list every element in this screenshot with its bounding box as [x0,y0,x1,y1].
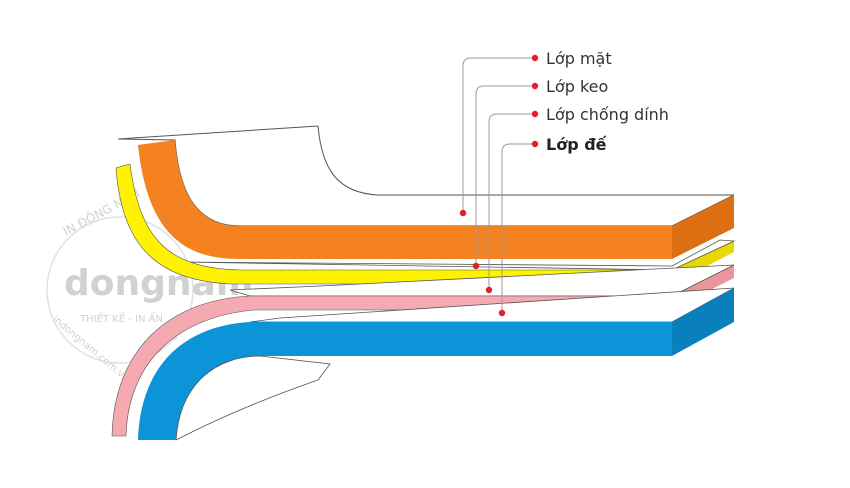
dot-layer-lop-mat [459,209,467,217]
leader-line-lop-mat [462,57,533,213]
marker-dots [459,54,539,317]
dot-layer-lop-keo [472,262,480,270]
layer-orange [138,140,734,259]
orange-main [138,140,672,259]
blue-underside [175,355,331,441]
dot-layer-lop-chong-dinh [485,286,493,294]
dot-label-lop-chong-dinh [531,110,539,118]
pink-top [229,264,735,297]
leader-line-lop-chong-dinh [488,113,533,290]
watermark-tagline: THIẾT KẾ - IN ẤN [79,311,163,325]
blue-side [672,288,734,356]
dot-label-lop-keo [531,82,539,90]
orange-top-face [672,195,734,259]
dot-label-lop-mat [531,54,539,62]
layer-blue [138,287,735,441]
layer-top-face [117,125,735,227]
leader-line-lop-de [501,143,533,313]
label-lop-keo: Lớp keo [546,77,608,96]
label-lop-chong-dinh: Lớp chống dính [546,105,669,124]
label-lop-de: Lớp đế [546,135,608,154]
label-lop-mat: Lớp mặt [546,49,612,68]
yellow-top [179,239,736,271]
top-layer-sheet [117,125,735,227]
blue-main [138,322,672,440]
layer-labels: Lớp mặt Lớp keo Lớp chống dính Lớp đế [546,49,669,154]
leader-lines [462,57,533,313]
leader-line-lop-keo [475,85,533,266]
dot-label-lop-de [531,140,539,148]
watermark-circle [46,216,194,364]
dot-layer-lop-de [498,309,506,317]
